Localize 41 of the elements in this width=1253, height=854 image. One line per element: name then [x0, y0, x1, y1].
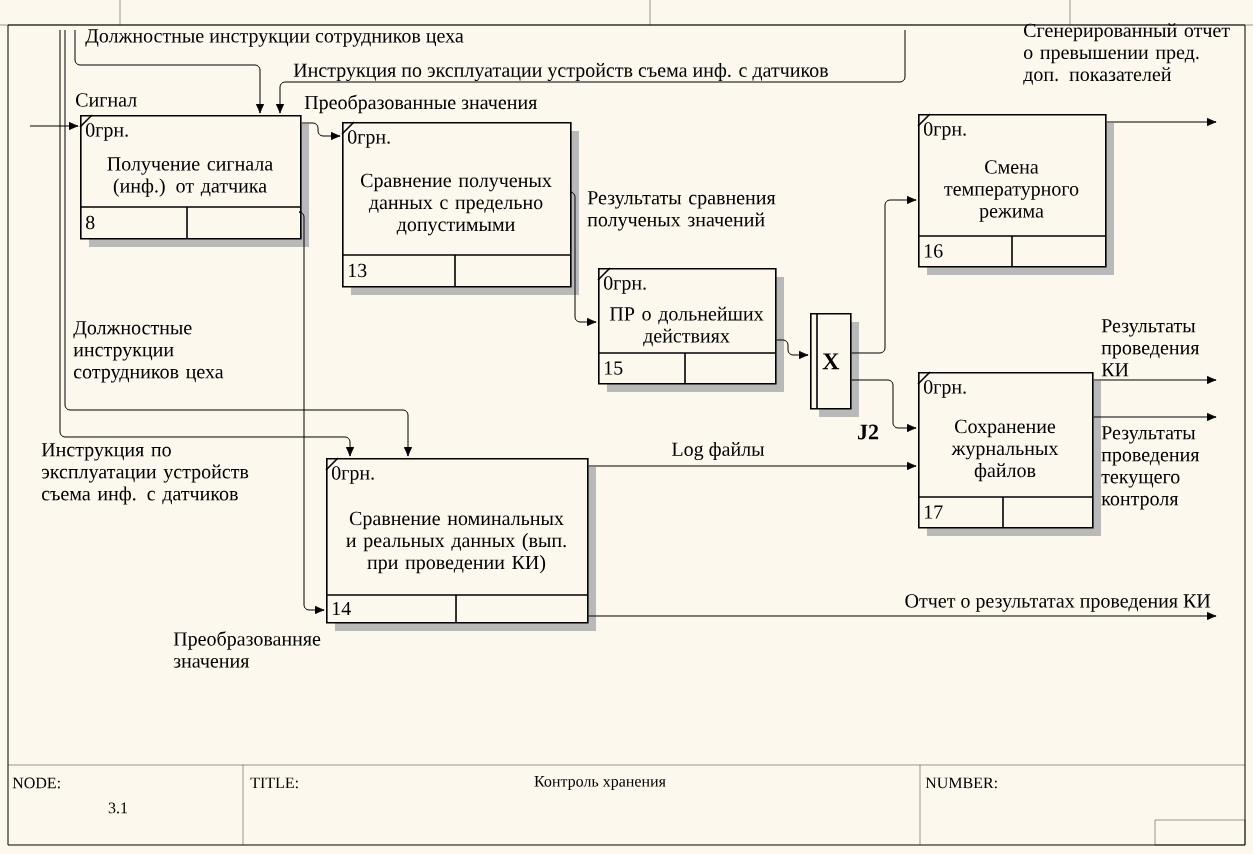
edge-label: Преобразованные значения — [304, 94, 537, 114]
footer-text: NODE: — [12, 777, 60, 789]
edge-label: Log файлы — [672, 441, 765, 461]
activity-box: 0грн. Получение сигнала (инф.) от датчика 8 — [79, 114, 309, 247]
edge-label: Результаты проведения КИ — [1101, 319, 1200, 377]
junction-label: J2 — [858, 424, 879, 440]
edge-label: Инструкция по эксплуатации устройств съема инф. с датчиков — [41, 443, 249, 505]
activity-box: 0грн. ПР о дольнейших действиях 15 — [597, 267, 784, 392]
edge-label: Инструкция по эксплуатации устройств съема инф. с датчиков — [293, 62, 828, 82]
activity-box: 0грн. Сохранение журнальных файлов 17 — [917, 371, 1101, 536]
arrow — [851, 379, 917, 433]
activity-box: 0грн. Сравнение полученых данных с предельно допустимыми 13 — [341, 121, 579, 295]
edge-label: Сигнал — [76, 93, 137, 107]
activity-box: 0грн. Сравнение номинальных и реальных данных (вып. при проведении КИ) 14 — [325, 457, 596, 631]
arrow — [588, 611, 1217, 621]
arrow — [74, 29, 265, 114]
edge-label: Сгенерированный отчет о превышении пред. доп. показателей — [1023, 23, 1230, 85]
activity-box: 0грн. Смена температурного режима 16 — [917, 113, 1114, 275]
arrow — [59, 29, 355, 457]
edge-label: Должностные инструкции сотрудников цеха — [73, 321, 224, 383]
arrow — [301, 122, 341, 141]
edge-label: Результаты проведения текущего контроля — [1101, 426, 1200, 510]
arrow — [569, 191, 597, 327]
arrow — [851, 195, 917, 354]
edge-label: Отчет о результатах проведения КИ — [905, 594, 1211, 612]
arrow — [588, 461, 917, 471]
junction-box: X — [810, 312, 859, 417]
arrow — [29, 121, 79, 131]
edge-label: Преобразованняе значения — [173, 631, 321, 668]
footer-text: TITLE: — [250, 777, 298, 789]
arrow — [1093, 375, 1217, 385]
edge-label: Должностные инструкции сотрудников цеха — [85, 29, 464, 47]
footer-text: 3.1 — [108, 802, 128, 814]
footer-text: NUMBER: — [925, 777, 997, 789]
arrow — [776, 339, 809, 360]
arrow — [1106, 117, 1217, 127]
arrow — [64, 29, 413, 457]
edge-label: Результаты сравнения полученых значений — [587, 191, 776, 231]
arrow — [275, 29, 906, 114]
arrow — [1093, 412, 1217, 422]
footer-text: Контроль хранения — [534, 776, 666, 790]
